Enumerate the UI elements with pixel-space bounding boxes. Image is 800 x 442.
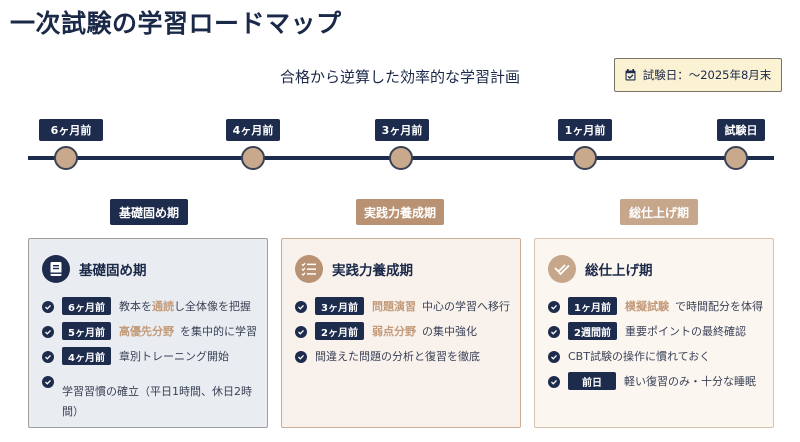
- item-highlight: 高優先分野: [118, 325, 174, 338]
- item-text: 学習習慣の確立（平日1時間、休日2時間）: [62, 385, 252, 418]
- item-text: 間違えた問題の分析と復習を徹底: [315, 350, 480, 363]
- item-text: CBT試験の操作に慣れておく: [568, 350, 711, 363]
- time-badge: 2週間前: [568, 322, 617, 340]
- list-item: 前日 軽い復習のみ・十分な睡眠: [548, 372, 767, 397]
- check-circle-icon: [42, 351, 54, 363]
- item-text: 章別トレーニング開始: [118, 350, 229, 363]
- check-circle-icon: [548, 351, 560, 363]
- phase-tag-foundation: 基礎固め期: [110, 199, 188, 225]
- card-title: 基礎固め期: [79, 263, 147, 279]
- timeline-dot: [54, 146, 78, 170]
- list-item: 4ヶ月前 章別トレーニング開始: [42, 347, 261, 372]
- milestone-4-months: 4ヶ月前: [226, 119, 280, 141]
- card-title: 総仕上げ期: [585, 263, 653, 279]
- book-icon: [42, 255, 70, 283]
- list-item: 学習習慣の確立（平日1時間、休日2時間）: [42, 372, 261, 418]
- list-item: 5ヶ月前 高優先分野を集中的に学習: [42, 322, 261, 347]
- list-item: 3ヶ月前 問題演習中心の学習へ移行: [295, 297, 514, 322]
- milestone-1-month: 1ヶ月前: [558, 119, 612, 141]
- timeline-dot: [724, 146, 748, 170]
- list-item: 1ヶ月前 模擬試験で時間配分を体得: [548, 297, 767, 322]
- timeline-dot: [241, 146, 265, 170]
- milestone-6-months: 6ヶ月前: [39, 119, 103, 141]
- timeline-dot: [389, 146, 413, 170]
- time-badge: 1ヶ月前: [568, 297, 617, 315]
- list-item: CBT試験の操作に慣れておく: [548, 347, 767, 372]
- item-text: を集中的に学習: [179, 325, 257, 338]
- check-circle-icon: [42, 376, 54, 388]
- card-header: 総仕上げ期: [548, 255, 653, 283]
- check-circle-icon: [42, 326, 54, 338]
- milestone-3-months: 3ヶ月前: [375, 119, 429, 141]
- item-highlight: 問題演習: [371, 300, 416, 313]
- check-circle-icon: [295, 301, 307, 313]
- item-text: し全体像を把握: [173, 300, 251, 313]
- time-badge: 2ヶ月前: [315, 322, 364, 340]
- check-circle-icon: [295, 351, 307, 363]
- time-badge: 5ヶ月前: [62, 322, 111, 340]
- check-circle-icon: [548, 376, 560, 388]
- item-text: 重要ポイントの最終確認: [624, 325, 746, 338]
- item-text: 中心の学習へ移行: [421, 300, 510, 313]
- check-circle-icon: [548, 301, 560, 313]
- page-subtitle: 合格から逆算した効率的な学習計画: [279, 68, 520, 86]
- item-text: の集中強化: [421, 325, 477, 338]
- time-badge: 4ヶ月前: [62, 347, 111, 365]
- phase-tag-final: 総仕上げ期: [620, 199, 698, 225]
- check-circle-icon: [42, 301, 54, 313]
- card-title: 実践力養成期: [332, 263, 413, 279]
- item-highlight: 弱点分野: [371, 325, 416, 338]
- calendar-icon: [625, 69, 636, 81]
- card-header: 基礎固め期: [42, 255, 147, 283]
- item-highlight: 模擬試験: [624, 300, 669, 313]
- time-badge: 3ヶ月前: [315, 297, 364, 315]
- checklist-icon: [295, 255, 323, 283]
- phase-card-practice: 実践力養成期 3ヶ月前 問題演習中心の学習へ移行 2ヶ月前 弱点分野の集中強化 …: [281, 238, 521, 428]
- time-badge: 前日: [568, 372, 616, 390]
- list-item: 2ヶ月前 弱点分野の集中強化: [295, 322, 514, 347]
- phase-card-final: 総仕上げ期 1ヶ月前 模擬試験で時間配分を体得 2週間前 重要ポイントの最終確認…: [534, 238, 774, 428]
- exam-date-text: 試験日：〜2025年8月末: [642, 68, 772, 82]
- time-badge: 6ヶ月前: [62, 297, 111, 315]
- page-title: 一次試験の学習ロードマップ: [10, 9, 342, 38]
- item-highlight: 通読: [151, 300, 174, 313]
- card-header: 実践力養成期: [295, 255, 413, 283]
- item-text: 教本を: [118, 300, 152, 313]
- list-item: 間違えた問題の分析と復習を徹底: [295, 347, 514, 372]
- phase-tag-practice: 実践力養成期: [356, 199, 444, 225]
- list-item: 6ヶ月前 教本を通読し全体像を把握: [42, 297, 261, 322]
- phase-card-foundation: 基礎固め期 6ヶ月前 教本を通読し全体像を把握 5ヶ月前 高優先分野を集中的に学…: [28, 238, 268, 428]
- list-item: 2週間前 重要ポイントの最終確認: [548, 322, 767, 347]
- card-items: 3ヶ月前 問題演習中心の学習へ移行 2ヶ月前 弱点分野の集中強化 間違えた問題の…: [295, 297, 514, 372]
- double-check-icon: [548, 255, 576, 283]
- card-items: 6ヶ月前 教本を通読し全体像を把握 5ヶ月前 高優先分野を集中的に学習 4ヶ月前…: [42, 297, 261, 418]
- timeline-dot: [573, 146, 597, 170]
- check-circle-icon: [295, 326, 307, 338]
- item-text: で時間配分を体得: [674, 300, 763, 313]
- exam-date-box: 試験日：〜2025年8月末: [614, 58, 782, 92]
- check-circle-icon: [548, 326, 560, 338]
- item-text: 軽い復習のみ・十分な睡眠: [624, 375, 756, 388]
- card-items: 1ヶ月前 模擬試験で時間配分を体得 2週間前 重要ポイントの最終確認 CBT試験…: [548, 297, 767, 397]
- milestone-exam-day: 試験日: [717, 119, 765, 141]
